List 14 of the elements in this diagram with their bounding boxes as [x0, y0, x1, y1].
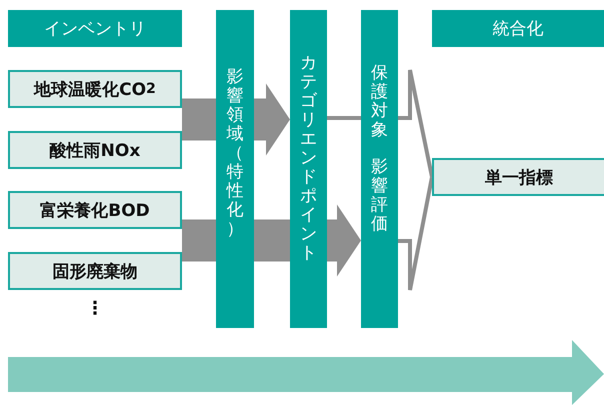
result-box: 単一指標 [432, 158, 604, 196]
band-label: 保護対象 [370, 64, 388, 140]
connector-line [327, 116, 361, 120]
category-box: 酸性雨NOx [8, 131, 182, 169]
bracket-connector [396, 68, 434, 292]
category-box: 富栄養化BOD [8, 191, 182, 229]
header-bar: 統合化 [432, 10, 604, 47]
ellipsis-mark: ⋮ [85, 300, 105, 318]
header-bar: インベントリ [8, 10, 182, 47]
vertical-band: カテゴリエンドポイント [290, 10, 327, 328]
category-box: 固形廃棄物 [8, 252, 182, 290]
band-label: 影響評価 [370, 158, 388, 234]
vertical-band [361, 10, 398, 328]
vertical-band: 影響領域（特性化） [216, 10, 254, 328]
